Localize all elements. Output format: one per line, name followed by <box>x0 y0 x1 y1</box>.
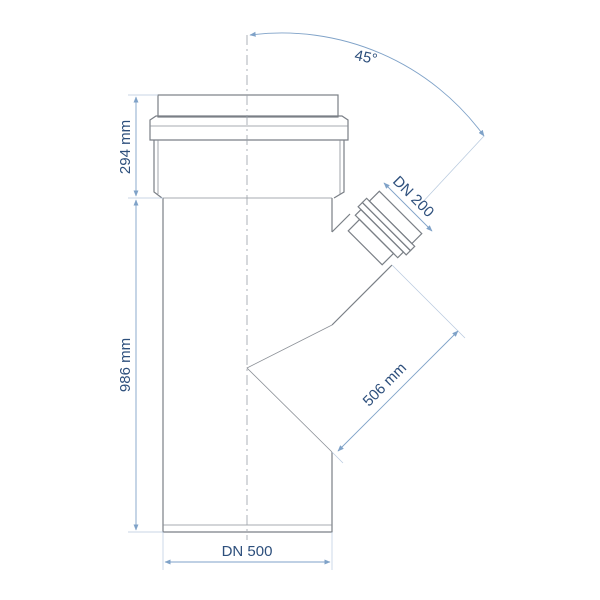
body-height-label: 986 mm <box>117 338 134 392</box>
main-size-dimension: DN 500 <box>162 532 333 570</box>
branch-wall-upper <box>331 213 351 233</box>
branch-pipe <box>246 190 423 453</box>
branch-length-label: 506 mm <box>360 360 410 410</box>
top-height-label: 294 mm <box>117 120 134 174</box>
bottom-spigot <box>162 525 333 533</box>
branch-size-label: DN 200 <box>389 173 437 221</box>
socket-neck <box>153 140 345 199</box>
body-height-dimension: 986 mm <box>117 199 163 533</box>
branch-length-dimension: 506 mm <box>331 264 466 464</box>
angle-dimension: 45° <box>249 31 485 206</box>
top-socket-ring <box>149 115 349 141</box>
top-spigot <box>157 94 339 118</box>
top-height-dimension: 294 mm <box>117 94 163 199</box>
branch-wall-lower <box>331 264 393 326</box>
main-pipe <box>149 94 349 533</box>
branch-intersection <box>246 324 333 453</box>
main-size-label: DN 500 <box>222 543 273 560</box>
angle-label: 45° <box>353 47 379 68</box>
